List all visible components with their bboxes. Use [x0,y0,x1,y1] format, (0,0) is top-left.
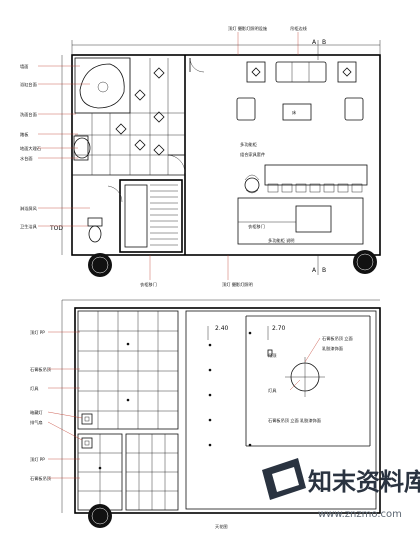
section-b-top: B [322,39,326,46]
counter-top [264,164,368,186]
watermark-text: 知末资料库 [308,468,420,496]
section-a-bottom: A [312,267,317,274]
lower-left-label-2: 石膏板吊顶 [30,366,52,373]
bath-tile-grid [75,58,185,175]
lower-left-label-4: 暗藏灯 [30,409,43,416]
bath-label-8: 卫生洁具 [20,223,38,230]
exhaust-fan-2 [81,437,93,449]
bathtub-frame [74,57,131,114]
lower-room-label-5: 石膏板吊顶 立面 乳胶漆饰面 [268,417,321,424]
bath-label-2: 浴缸台面 [20,81,37,88]
lower-bottom-label: 天花图 [215,523,228,530]
ceiling-right-zone [185,310,377,510]
bath-label-6: 水台面 [20,155,33,162]
lower-room-label-4: 灯具 [268,387,277,394]
exhaust-fan-1 [81,413,93,425]
ceiling-grid-lower-left-lines [78,434,122,510]
section-b-bottom: B [322,267,326,274]
room-label-4: 多功能柜 说明 [268,237,294,244]
plant-leaves [244,174,260,194]
lower-right-leaders [289,337,321,391]
upper-outer-wall [71,54,381,256]
lower-leader-lines [47,331,83,479]
room-label-3: 衣柜移门 [248,223,265,230]
room-label-1: 多功能柜 [240,141,257,148]
bath-label-4: 踏板 [20,131,29,138]
light-dot-1 [126,342,130,346]
toilet-bowl [88,225,102,243]
ceiling-grid-lines [78,311,178,429]
coffee-table-label: 床 [292,109,297,116]
coffee-table [282,103,312,121]
toilet-door-swing [107,185,123,203]
lower-left-label-3: 灯具 [30,385,39,392]
sofa-set [246,61,357,83]
bath-label-1: 墙面 [20,63,28,70]
dim-270: 2.70 [272,325,286,332]
armchairs [236,97,364,121]
column-marker-lower-hatch [91,507,109,525]
watermark-url: www.znzmo.com [318,509,402,520]
ceiling-grid-upper-left [77,310,179,430]
section-a-top: A [312,39,317,46]
shower-area [119,179,183,253]
shower-bench [124,184,148,248]
lower-room-label-1: 石膏板吊顶 立面 [322,335,353,342]
lower-room-label-2: 乳胶漆饰面 [322,345,343,352]
lower-left-label-7: 石膏板吊顶 [30,475,52,482]
lower-left-label-6: 顶灯 PP [30,456,45,463]
plant-pot [244,177,260,193]
lower-outer-wall [74,307,381,514]
watermark-logo-inner [272,467,299,492]
top-label-1: 顶灯 摄影灯照明设施 [228,25,268,32]
top-label-2: 吊柜边线 [290,25,308,32]
exhaust-fan-2-core [84,440,90,446]
bath-label-tod: TOD [49,225,63,232]
exhaust-fan-1-core [84,416,90,422]
watermark: 知末资料库 www.znzmo.com [262,458,420,520]
bottom-label-2: 顶灯 摄影灯照明 [222,281,253,288]
bathtub-basin [79,63,125,109]
dim-240: 2.40 [215,325,229,332]
ceiling-fixture-left-arm [267,349,273,357]
lower-left-label-1: 顶灯 PP [30,329,45,336]
column-marker-sw-hatch [91,256,109,274]
upper-plan: A B A B 床 [20,25,381,288]
bath-label-3: 洗面台面 [20,111,37,118]
column-marker-se [353,250,377,274]
toilet-tank [87,217,103,227]
column-marker-sw [88,253,112,277]
bottom-label-1: 衣柜移门 [140,281,157,288]
bath-label-5: 地面大理石 [20,145,41,152]
wardrobe-block [237,197,364,245]
light-dot-3 [98,466,102,470]
lower-room-label-3: 吊顶 [268,353,277,359]
floor-diamond-tiles [115,67,165,156]
wardrobe-inner [295,205,332,233]
bath-door-swing [167,154,186,174]
room-label-2: 组合家具套件 [240,151,265,158]
lower-left-label-5: 排气扇 [30,419,43,426]
upper-leader-lines [38,32,299,280]
counter-stools [267,183,363,193]
column-marker-se-hatch [356,253,374,271]
bathtub-drain [97,81,109,93]
column-marker-lower [88,504,112,528]
ceiling-downlights [208,331,252,447]
ceiling-grid-lower-mid-lines [126,434,178,510]
lower-plan: 2.40 2.70 顶灯 PP 石膏板吊顶 灯具 暗藏灯 排气扇 顶灯 PP 石… [30,299,381,530]
bath-label-7: 淋浴屏风 [20,205,38,212]
shower-louvers [150,184,178,246]
light-dot-2 [126,398,130,402]
entry-door-swing [189,57,205,73]
